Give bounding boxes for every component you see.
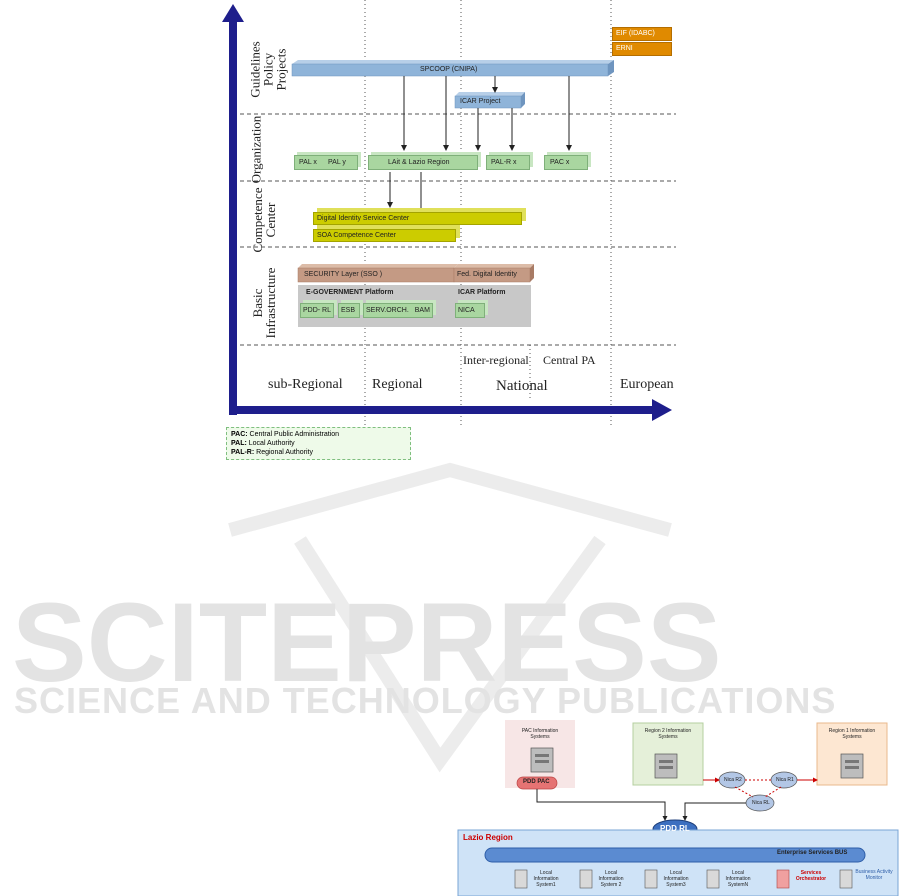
eif-box: EIF (IDABC) xyxy=(612,27,672,41)
pal-xy-box xyxy=(294,155,358,170)
pac-x-box xyxy=(544,155,588,170)
region1-title: Region 1 Information Systems xyxy=(828,728,876,740)
region1-server-icon xyxy=(840,753,864,779)
digital-identity-label: Digital Identity Service Center xyxy=(317,215,410,222)
lait-lazio-label: LAit & Lazio Region xyxy=(388,159,450,166)
lazio-region-title: Lazio Region xyxy=(463,833,513,842)
pdd-rl-node-label: PDD RL xyxy=(660,824,690,833)
bam-node-label: Business Activity Monitor xyxy=(855,869,893,881)
network-diagram: PAC Information Systems PDD PAC Region 2… xyxy=(455,720,901,896)
row-label-competence: Competence Center xyxy=(250,187,278,253)
digital-identity-box: Digital Identity Service Center xyxy=(313,212,522,225)
region2-title: Region 2 Information Systems xyxy=(644,728,692,740)
pac-title: PAC Information Systems xyxy=(521,728,559,740)
col-label-inter-regional: Inter-regional xyxy=(463,353,529,367)
erni-box: ERNI xyxy=(612,42,672,56)
legend-pac: PAC: Central Public Administration xyxy=(231,431,340,438)
icar-project-label: ICAR Project xyxy=(460,98,501,105)
esb-label: Enterprise Services BUS xyxy=(777,850,848,856)
pal-x-label: PAL x xyxy=(299,159,317,166)
pal-r-box xyxy=(486,155,530,170)
row-label-infrastructure: Basic Infrastructure xyxy=(250,267,278,339)
pac-x-label: PAC x xyxy=(550,159,570,166)
pac-server-icon xyxy=(530,747,554,773)
esb-label: ESB xyxy=(341,307,356,314)
pal-y-label: PAL y xyxy=(328,159,346,166)
region2-server-icon xyxy=(654,753,678,779)
egov-platform-label: E-GOVERNMENT Platform xyxy=(306,289,394,296)
nica-r1-label: Nica R1 xyxy=(776,777,794,783)
row-label-guidelines: Guidelines Policy Projects xyxy=(247,41,289,98)
nica-box: NICA xyxy=(455,303,485,318)
serv-orch-label: SERV.ORCH. xyxy=(366,307,409,314)
soa-box: SOA Competence Center xyxy=(313,229,456,242)
lis1-label: Local Information System1 xyxy=(533,870,559,888)
icar-platform-label: ICAR Platform xyxy=(458,289,506,296)
services-orch-label: Services Orchestrator xyxy=(795,870,827,882)
fed-identity-label: Fed. Digital Identity xyxy=(457,271,517,278)
esb-box: ESB xyxy=(338,303,360,318)
layers-diagram: Guidelines Policy Projects Organization … xyxy=(222,0,676,460)
pdd-rl-label: PDD- RL xyxy=(303,307,332,314)
lis-icons xyxy=(514,869,853,889)
col-label-central-pa: Central PA xyxy=(543,353,596,367)
row-label-organization: Organization xyxy=(248,115,264,184)
network-lines xyxy=(457,720,899,896)
col-label-european: European xyxy=(620,377,674,392)
nica-r2-label: Nica R2 xyxy=(724,777,742,783)
bam-label: BAM xyxy=(414,307,430,314)
pdd-pac-label: PDD PAC xyxy=(523,779,550,785)
lis2-label: Local Information System 2 xyxy=(598,870,624,888)
legend-pal-r: PAL-R: Regional Authority xyxy=(231,449,313,456)
abbreviation-legend: PAC: Central Public Administration PAL: … xyxy=(226,427,411,460)
lait-lazio-box xyxy=(368,155,478,170)
spcoop-label: SPCOOP (CNIPA) xyxy=(420,66,478,73)
nica-rl-label: Nica RL xyxy=(752,800,770,806)
legend-pal: PAL: Local Authority xyxy=(231,440,295,447)
eif-label: EIF (IDABC) xyxy=(616,30,655,37)
security-layer-label: SECURITY Layer (SSO ) xyxy=(304,271,383,278)
col-label-regional: Regional xyxy=(372,377,423,392)
pal-r-label: PAL-R x xyxy=(491,159,517,166)
lisn-label: Local Information SystemN xyxy=(725,870,751,888)
soa-label: SOA Competence Center xyxy=(317,232,396,239)
serv-orch-bam-box: SERV.ORCH. BAM xyxy=(363,303,433,318)
nica-label: NICA xyxy=(458,307,475,314)
lis3-label: Local Information System3 xyxy=(663,870,689,888)
watermark-sub: SCIENCE AND TECHNOLOGY PUBLICATIONS xyxy=(14,680,837,721)
pdd-rl-box: PDD- RL xyxy=(300,303,334,318)
erni-label: ERNI xyxy=(616,45,633,52)
col-label-sub-regional: sub-Regional xyxy=(268,377,343,392)
col-label-national: National xyxy=(496,378,548,394)
watermark-main: SCITEPRESS xyxy=(12,580,722,705)
